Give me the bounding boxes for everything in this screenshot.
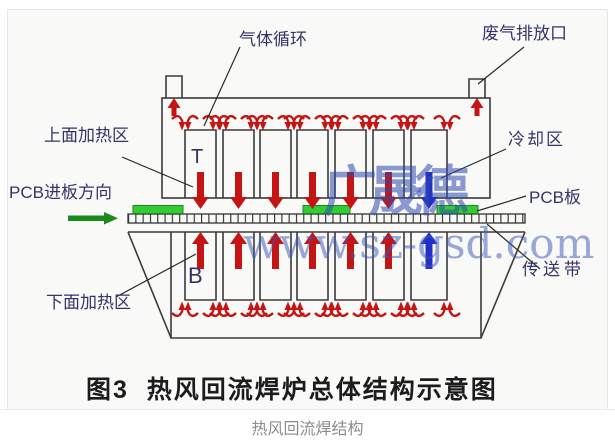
label-conveyor-belt: 传送带 — [522, 260, 585, 279]
right-slant — [480, 231, 526, 339]
cooling-down-arrow — [420, 172, 438, 209]
leader-gas-circulation — [203, 46, 241, 127]
left-chimney-arrow — [167, 98, 181, 116]
label-pcb-board: PCB板 — [529, 188, 581, 207]
label-upper-heating-zone: 上面加热区 — [44, 126, 129, 145]
gas-recirculation-arrows-upper — [170, 114, 462, 132]
right-chimney — [468, 78, 486, 98]
footer-caption: 热风回流焊结构 — [0, 409, 615, 441]
right-chimney-arrow — [470, 98, 484, 116]
cooling-up-arrow — [420, 232, 438, 269]
upper-oven — [161, 75, 491, 199]
left-slant — [127, 231, 172, 339]
figure-caption: 图3 热风回流焊炉总体结构示意图 — [86, 376, 498, 404]
leader-lower-heating — [115, 253, 197, 298]
bottom-zone-marker: B — [188, 263, 203, 288]
leader-conveyor-belt — [486, 223, 541, 270]
upper-chambers — [184, 129, 448, 198]
top-zone-marker: T — [191, 146, 203, 168]
label-exhaust-outlet: 废气排放口 — [482, 24, 567, 43]
label-cooling-zone: 冷却区 — [508, 130, 565, 149]
label-gas-circulation: 气体循环 — [239, 30, 307, 49]
left-chimney — [165, 75, 183, 98]
lower-oven — [127, 231, 526, 339]
pcb-boards — [132, 205, 479, 214]
leader-pcb-board — [476, 195, 527, 212]
pcb-entry-arrow — [68, 212, 118, 225]
label-lower-heating-zone: 下面加热区 — [46, 293, 131, 312]
label-pcb-entry-direction: PCB进板方向 — [9, 183, 112, 202]
leader-exhaust-outlet — [477, 46, 525, 85]
leader-cooling-zone — [440, 148, 507, 179]
leader-upper-heating — [121, 156, 194, 188]
lower-chambers — [184, 232, 448, 301]
gas-recirculation-arrows-lower — [170, 300, 462, 318]
leader-lines — [115, 46, 541, 298]
conveyor-belt — [127, 213, 526, 224]
